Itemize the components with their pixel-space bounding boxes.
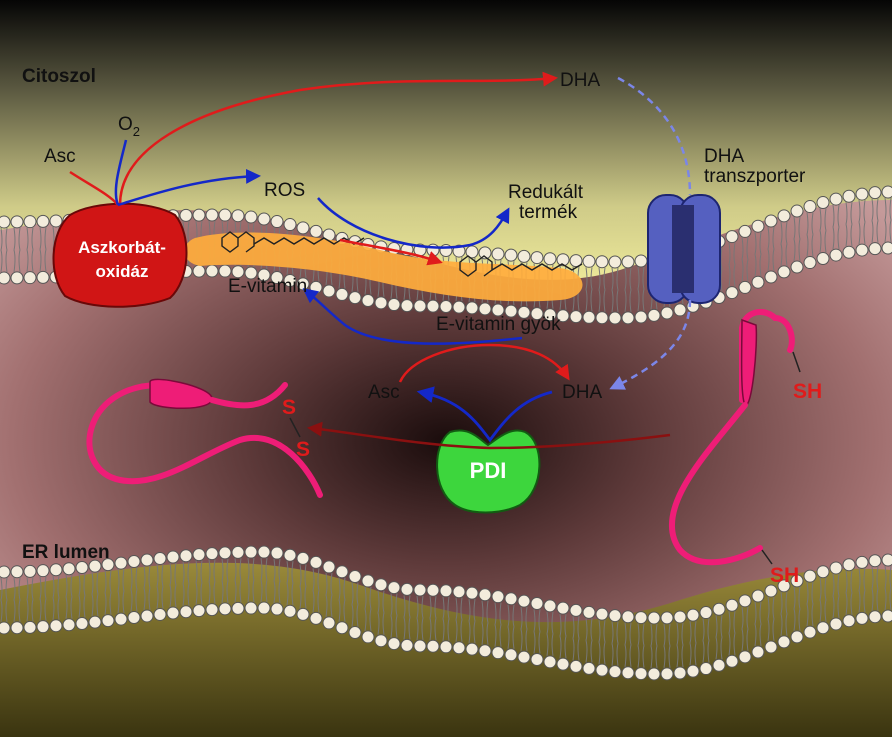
upper-membrane: [0, 185, 892, 325]
pdi-label: PDI: [470, 458, 507, 483]
arrow-pdi-dha-to-asc: [416, 386, 553, 443]
tocopherol-structure-right: [459, 255, 583, 277]
disulfide-s2: S: [296, 438, 310, 461]
arrow-o2-into-enzyme: [114, 139, 128, 206]
transporter-label-1: DHA: [704, 146, 744, 167]
vitamin-e-radical-label: E-vitamin gyök: [436, 314, 561, 335]
o2-label: O2: [118, 114, 140, 139]
er-lumen-label: ER lumen: [22, 542, 110, 563]
arrow-asc-into-enzyme: [69, 170, 119, 206]
lower-membrane: [0, 545, 892, 681]
asc-top-label: Asc: [44, 146, 76, 167]
disulfide-s1: S: [282, 396, 296, 419]
tocopherol-structure-left: [221, 231, 365, 253]
ros-label: ROS: [264, 180, 305, 201]
ascorbate-oxidase-label-2: oxidáz: [96, 262, 149, 281]
arrow-asc-to-dha-cytosol: [118, 71, 558, 206]
arrow-dha-transport: [612, 76, 692, 388]
dha-top-label: DHA: [560, 70, 600, 91]
asc-lumen-label: Asc: [368, 382, 400, 403]
ascorbate-oxidase-label-1: Aszkorbát-: [78, 238, 166, 257]
vitamin-e-label: E-vitamin: [228, 276, 307, 297]
reduced-product-label-1: Redukált: [508, 182, 584, 203]
arrow-vitamin-e-oxidation: [339, 238, 443, 266]
vitamin-e-band: [184, 232, 583, 302]
arrow-enzyme-to-ros: [117, 168, 261, 207]
cytosol-label: Citoszol: [22, 66, 96, 87]
arrow-radical-to-vitamin-e: [302, 288, 523, 345]
protein-disulfide: [86, 378, 323, 498]
transporter-label-2: transzporter: [704, 166, 806, 187]
ascorbate-oxidase-shape: [52, 202, 188, 308]
arrow-protein-oxidation: [307, 421, 671, 450]
protein-reduced: [668, 309, 801, 566]
thiol-sh2: SH: [770, 564, 799, 587]
dha-lumen-label: DHA: [562, 382, 602, 403]
thiol-sh1: SH: [793, 380, 822, 403]
dha-transporter: [647, 194, 721, 304]
pdi-shape: [436, 429, 541, 514]
arrow-asc-to-dha-lumen: [398, 343, 570, 383]
arrow-ros-to-reduced: [317, 197, 510, 249]
reduced-product-label-2: termék: [519, 202, 578, 223]
